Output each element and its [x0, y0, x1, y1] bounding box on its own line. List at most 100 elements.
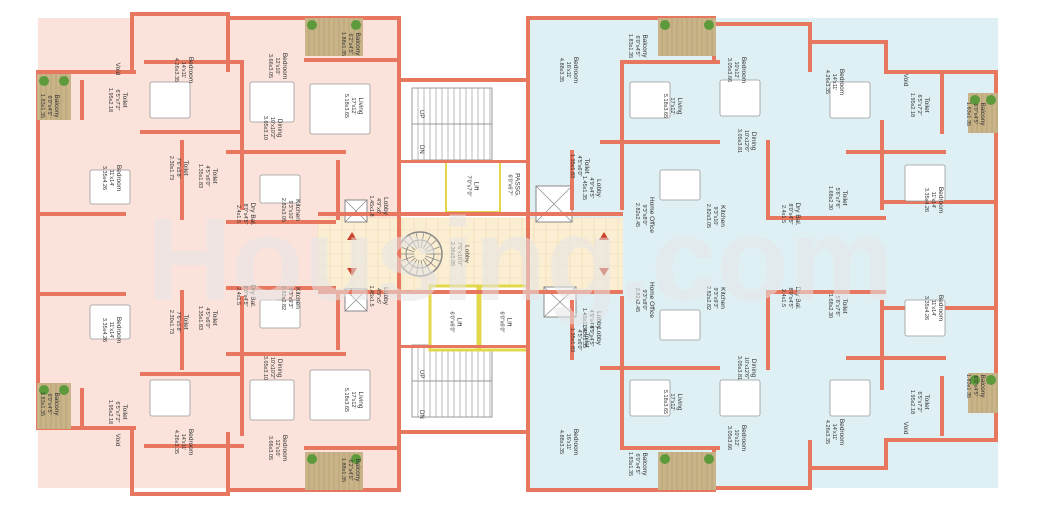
direction-arrow	[347, 232, 357, 240]
room-name: Dining	[276, 119, 283, 138]
wall-segment	[620, 60, 624, 210]
furniture	[629, 81, 671, 119]
room-dim1: 5'6"x7'6"	[834, 296, 840, 317]
watermark: Housing.com	[146, 194, 893, 326]
furniture	[629, 379, 671, 417]
room-dim1: 4'5"x6'0"	[204, 166, 210, 187]
room-label-R20: Dry Bal.8'0"x4'5"2.4x1.5	[780, 286, 801, 309]
wall-segment	[180, 140, 184, 220]
room-name: Lobby	[382, 197, 389, 215]
furniture	[719, 379, 761, 417]
wall-segment	[304, 446, 401, 450]
room-dim2: 1.83x1.35	[627, 452, 633, 476]
room-name: Toilet	[923, 394, 930, 409]
wall-segment	[130, 12, 230, 16]
room-dim2: 2.4x1.5	[235, 287, 241, 305]
room-dim1: 4'5"x6'0"	[576, 330, 582, 351]
wall-segment	[712, 22, 812, 26]
room-dim1: 14'x11'	[180, 62, 186, 79]
room-dim1: 11'x14'	[108, 170, 114, 187]
room-dim1: 6'0"x4'5"	[972, 376, 978, 397]
room-dim1: 7'6"x5'8"	[175, 158, 181, 179]
room-name: Toilet	[182, 314, 189, 329]
room-dim1: 17'x12'	[669, 97, 675, 114]
room-name: Dining	[750, 132, 757, 151]
wall-segment	[808, 466, 888, 470]
room-dim1: 10'x10'2"	[269, 357, 275, 379]
planter	[307, 454, 317, 464]
room-dim2: 2.4x1.5	[235, 205, 241, 223]
room-name: Toilet	[583, 332, 590, 347]
wall-segment	[226, 220, 336, 224]
room-name: Toilet	[841, 190, 848, 205]
room-dim1: 8'0"x4'5"	[787, 288, 793, 309]
wall-segment	[140, 372, 240, 376]
room-dim1: 9'3"x8'0"	[641, 205, 647, 226]
room-name: Kitchen	[719, 205, 726, 227]
room-dim1: 16'x11'	[565, 434, 571, 451]
room-name: Dry Bal.	[794, 286, 801, 309]
lobby-medallion	[425, 255, 440, 262]
room-name: Balcony	[53, 392, 60, 416]
planter	[660, 20, 670, 30]
room-dim1: 12'x10'	[274, 57, 280, 74]
room-dim1: 4'9"x5'	[375, 288, 381, 304]
furniture	[659, 309, 701, 341]
wall-segment	[180, 290, 184, 370]
wall-segment	[80, 388, 84, 428]
room-dim2: 2.82x2.45	[634, 288, 640, 312]
room-dim2: 1.88x1.35	[340, 458, 346, 482]
room-dim2: 1.35x1.83	[569, 328, 575, 352]
room-dim1: 4'5"x6'0"	[204, 308, 210, 329]
wall-segment	[884, 40, 888, 70]
wall-segment	[526, 16, 716, 20]
furniture	[659, 169, 701, 201]
wall-segment	[994, 70, 998, 440]
room-dim1: 7'0"x7'0"	[466, 176, 472, 197]
wall-segment	[226, 432, 230, 496]
room-dim1: 17'x12'	[669, 393, 675, 410]
room-dim2: 5.18x3.65	[662, 390, 668, 414]
room-dim2: 1.83x1.35	[627, 34, 633, 58]
room-dim2: 3.35x4.26	[101, 166, 107, 190]
wall-segment	[401, 78, 526, 82]
room-dim1: 4'5"x6'0"	[576, 156, 582, 177]
room-dim2: 4.26x3.35	[824, 70, 830, 94]
furniture	[259, 174, 301, 204]
room-dim1: 17'x12'	[350, 97, 356, 114]
planter	[660, 454, 670, 464]
room-label-L4: Void	[114, 63, 121, 76]
room-name: Dry Bal.	[249, 284, 256, 307]
room-dim2: 3.35x4.26	[101, 318, 107, 342]
stair-dn-label: DN	[418, 410, 424, 419]
room-name: Toilet	[211, 310, 218, 325]
wall-segment	[240, 60, 244, 210]
direction-arrow	[347, 268, 357, 276]
wall-segment	[846, 150, 946, 154]
wall-segment	[226, 150, 346, 154]
room-label-L12: Dry Bal.8'0"x4'5"2.4x1.5	[235, 202, 256, 225]
room-name: Dining	[750, 359, 757, 378]
wall-segment	[884, 70, 998, 74]
room-dim1: 10'x12'6"	[743, 357, 749, 379]
room-dim2: 1.45x1.35	[581, 324, 587, 348]
room-dim1: 7'6"x5'8"	[175, 312, 181, 333]
